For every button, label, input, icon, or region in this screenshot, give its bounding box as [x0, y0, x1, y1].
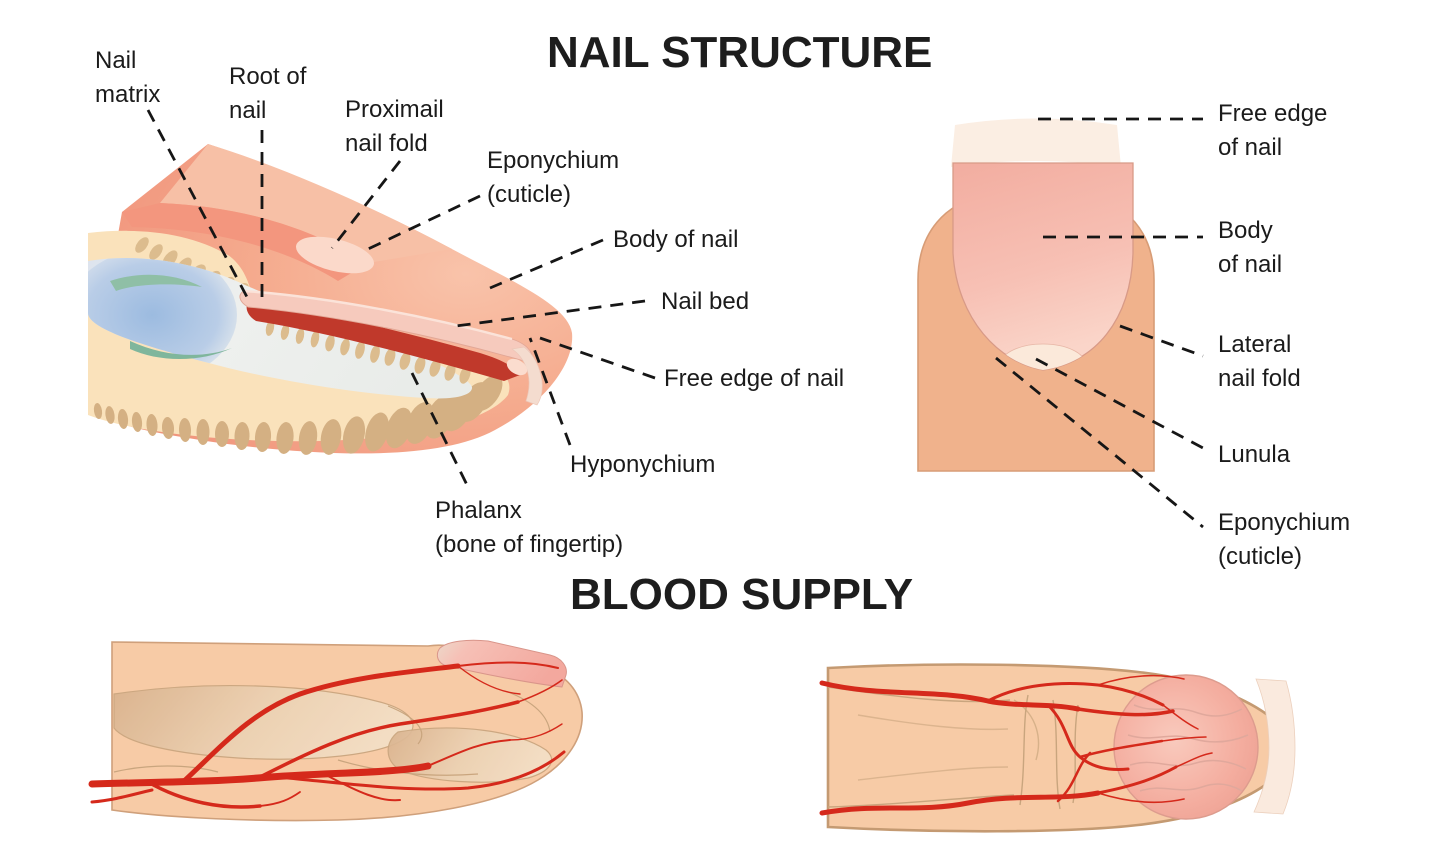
- nail-dorsal-view: [1113, 674, 1259, 820]
- title-nail-structure: NAIL STRUCTURE: [547, 28, 933, 77]
- label-nail-matrix: Nail matrix: [95, 47, 161, 109]
- blood-supply-dorsal-view-illustration: [819, 663, 1296, 833]
- label-hyponychium: Hyponychium: [570, 451, 716, 478]
- label-root-of-nail: Root of nail: [229, 63, 307, 125]
- free-edge-shape-top-view: [951, 118, 1121, 167]
- label-eponychium-left: Eponychium (cuticle): [487, 147, 620, 209]
- blood-supply-side-view-illustration: [88, 639, 583, 822]
- nail-bed-shape: [246, 301, 520, 381]
- label-free-edge-right: Free edge of nail: [1218, 100, 1328, 162]
- label-phalanx: Phalanx (bone of fingertip): [435, 497, 624, 559]
- label-proximal-nail-fold: Proximail nail fold: [345, 96, 444, 158]
- blood-vessels-side-view: [88, 661, 566, 809]
- label-lunula: Lunula: [1218, 441, 1291, 468]
- blood-vessels-dorsal-view: [819, 674, 1213, 816]
- label-lateral-nail-fold: Lateral nail fold: [1218, 331, 1301, 393]
- nail-faint-vessels: [1127, 704, 1249, 792]
- label-body-of-nail-left: Body of nail: [613, 226, 739, 253]
- free-edge-dorsal-view: [1253, 678, 1296, 815]
- label-body-of-nail-right: Body of nail: [1218, 217, 1283, 279]
- nail-top-view-illustration: [917, 118, 1155, 472]
- label-nail-bed: Nail bed: [661, 288, 750, 315]
- title-blood-supply: BLOOD SUPPLY: [570, 570, 914, 619]
- label-free-edge-left: Free edge of nail: [664, 365, 845, 392]
- label-eponychium-right: Eponychium (cuticle): [1218, 509, 1351, 571]
- hyponychium-shape: [506, 358, 528, 376]
